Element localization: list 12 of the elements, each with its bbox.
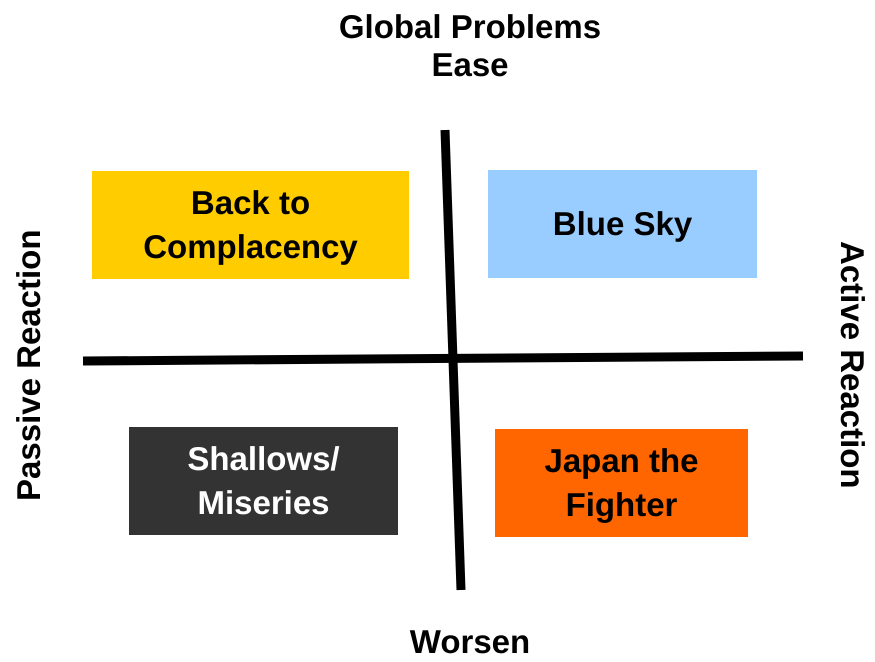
scenario-title: Japan the Fighter <box>543 441 700 525</box>
axis-label: Passive Reaction <box>10 228 48 503</box>
scenario-box <box>488 170 757 278</box>
axis-label: Global Problems Ease <box>338 8 602 84</box>
scenario-title: Shallows/ Miseries <box>186 439 341 523</box>
scenario-box <box>129 427 398 535</box>
scenario-title: Blue Sky <box>552 204 692 244</box>
axis-label: Active Reaction <box>833 240 871 491</box>
scenario-box <box>92 171 409 279</box>
axis-label: Worsen <box>408 623 532 661</box>
scenario-title: Back to Complacency <box>142 183 359 267</box>
scenario-box <box>495 429 748 537</box>
